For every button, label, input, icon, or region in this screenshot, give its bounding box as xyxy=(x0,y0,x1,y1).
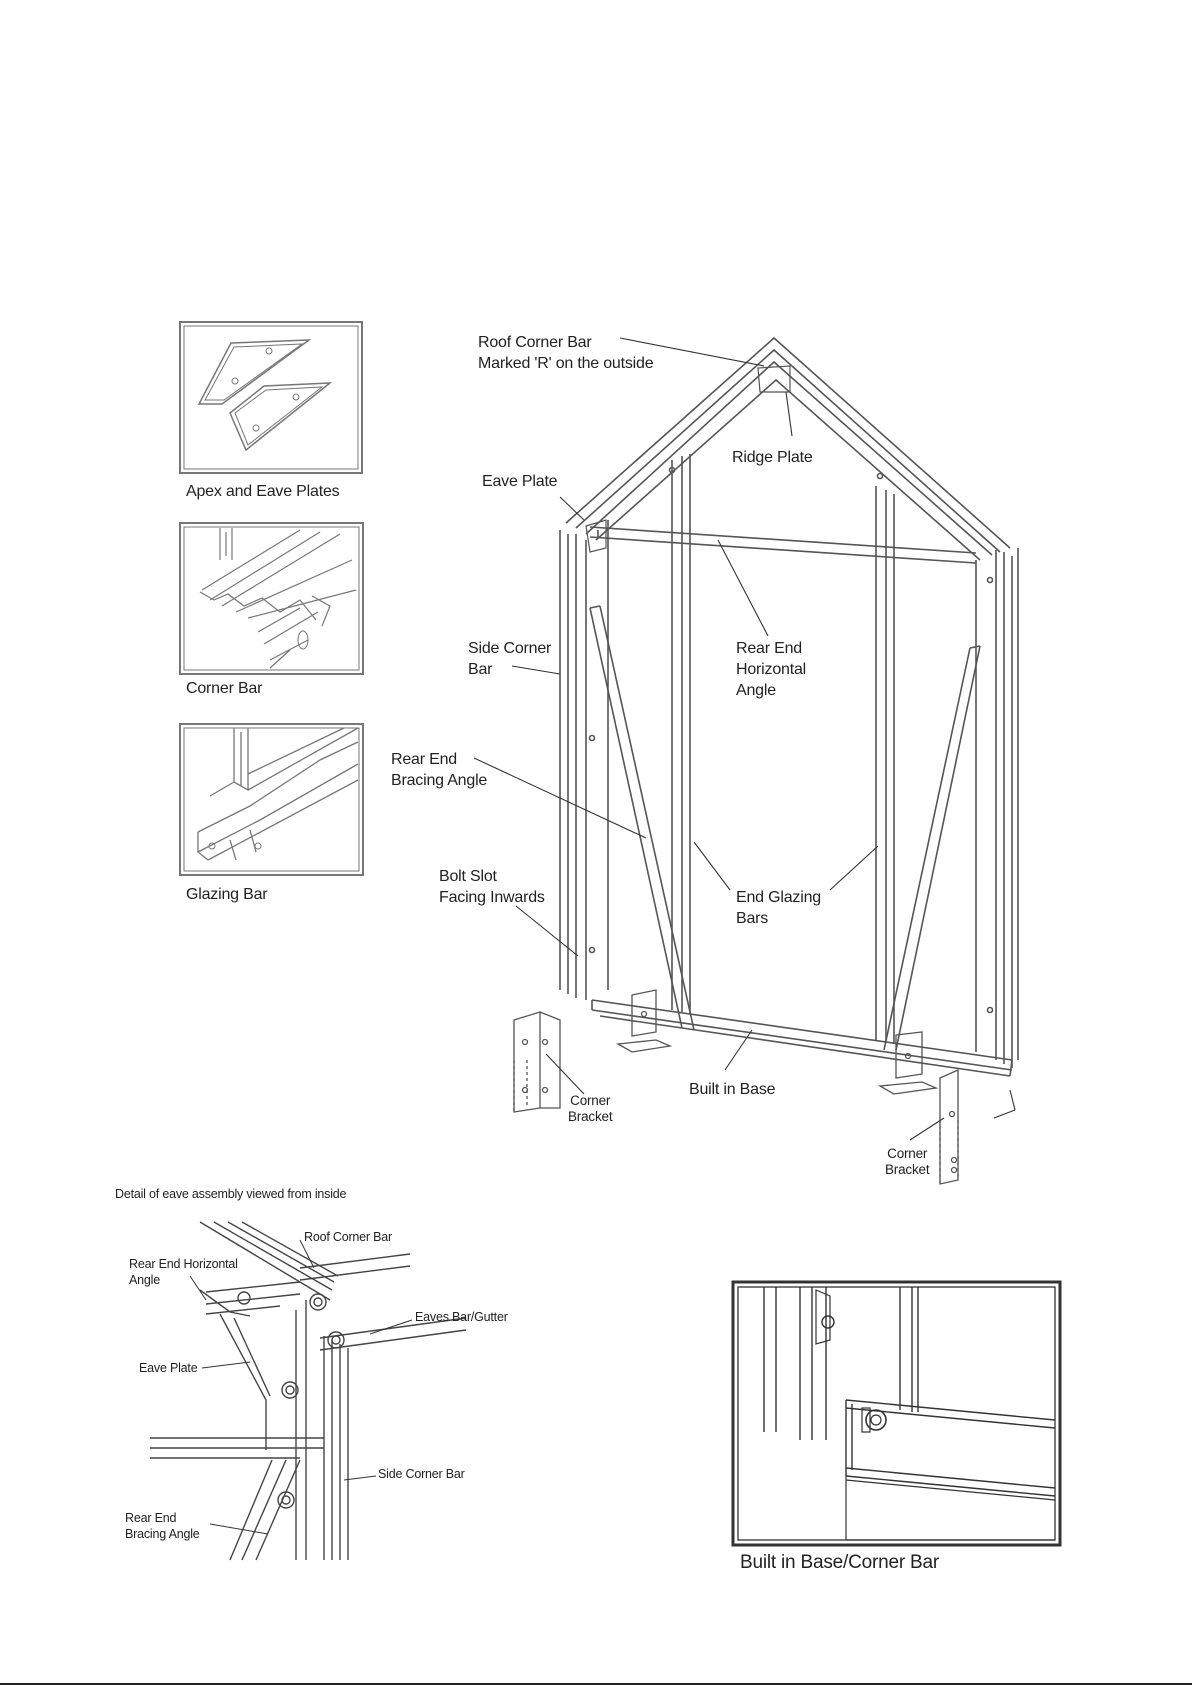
label-corner-bracket-left: Corner Bracket xyxy=(568,1093,613,1124)
apex-eave-plates-caption: Apex and Eave Plates xyxy=(186,483,340,500)
glazing-bar-caption: Glazing Bar xyxy=(186,886,268,903)
label-rear-end-horizontal-angle: Rear End Horizontal Angle xyxy=(736,640,807,699)
eave-label-side-corner-bar: Side Corner Bar xyxy=(378,1467,465,1481)
corner-bar-box xyxy=(179,522,364,675)
eave-label-rear-end-bracing-angle: Rear End Bracing Angle xyxy=(125,1511,200,1541)
label-rear-end-bracing-angle: Rear End Bracing Angle xyxy=(391,751,488,789)
eave-detail-title: Detail of eave assembly viewed from insi… xyxy=(115,1187,347,1201)
leader-lines-eave-detail xyxy=(189,1239,413,1535)
glazing-bar-box xyxy=(179,723,364,876)
apex-eave-plates-box xyxy=(179,321,363,474)
label-end-glazing-bars: End Glazing Bars xyxy=(736,889,821,927)
label-ridge-plate: Ridge Plate xyxy=(732,449,813,466)
eave-label-eave-plate: Eave Plate xyxy=(139,1361,198,1375)
base-detail-caption: Built in Base/Corner Bar xyxy=(740,1552,940,1573)
base-brackets xyxy=(513,989,959,1185)
label-eave-plate: Eave Plate xyxy=(482,473,558,490)
label-corner-bracket-right: Corner Bracket xyxy=(885,1146,930,1177)
corner-bar-caption: Corner Bar xyxy=(186,680,263,697)
label-side-corner-bar: Side Corner Bar xyxy=(468,640,552,678)
label-bolt-slot: Bolt Slot Facing Inwards xyxy=(439,868,545,906)
eave-label-roof-corner-bar: Roof Corner Bar xyxy=(304,1230,393,1244)
label-built-in-base: Built in Base xyxy=(689,1081,776,1098)
eave-label-eaves-bar-gutter: Eaves Bar/Gutter xyxy=(415,1310,508,1324)
base-corner-detail-illustration xyxy=(731,1280,1062,1547)
page-bottom-rule xyxy=(0,1683,1192,1685)
eave-detail-illustration xyxy=(150,1221,467,1561)
label-roof-corner-bar: Roof Corner Bar Marked 'R' on the outsid… xyxy=(478,334,654,372)
eave-label-rear-end-horizontal-angle: Rear End Horizontal Angle xyxy=(129,1257,238,1287)
leader-lines-main xyxy=(473,337,1016,1141)
greenhouse-end-frame xyxy=(559,336,1019,1077)
